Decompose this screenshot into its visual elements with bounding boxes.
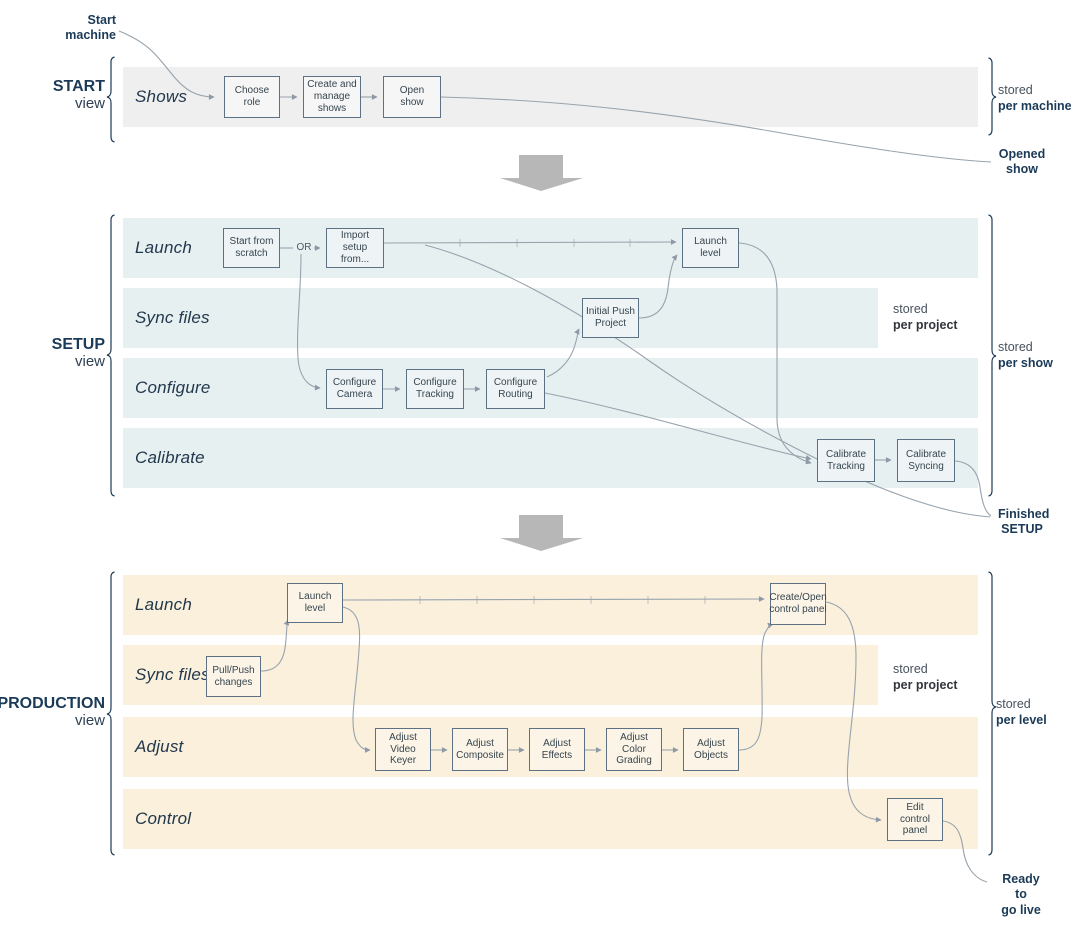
annotation-line: SETUP (1001, 522, 1043, 537)
annotation-ready-go-live: Ready to go live (995, 872, 1047, 918)
node-pull-push-changes: Pull/Push changes (206, 656, 261, 697)
row-label-setup-configure: Configure (135, 378, 211, 397)
node-start-from-scratch: Start from scratch (223, 228, 280, 268)
section-view-start: view (74, 94, 105, 112)
section-arrow-down-1 (500, 155, 583, 191)
stored-scope: per machine (998, 99, 1072, 114)
annotation-start-machine: Start machine (65, 13, 116, 44)
annotation-line: machine (65, 28, 116, 43)
node-adjust-video-keyer: Adjust Video Keyer (375, 728, 431, 771)
section-name-production: PRODUCTION (0, 695, 105, 712)
node-adjust-effects: Adjust Effects (529, 728, 585, 771)
bracket-right-start (988, 57, 997, 136)
section-view-production: view (74, 711, 105, 729)
node-edit-control-panel: Edit control panel (887, 798, 943, 841)
bracket-right-production (988, 571, 997, 856)
stored-prefix: stored (893, 302, 928, 316)
edge-create-open-to-edit-panel (825, 601, 882, 823)
node-create-manage-shows: Create and manage shows (303, 76, 361, 118)
row-label-setup-launch: Launch (135, 238, 192, 257)
annotation-line: Ready to (1002, 872, 1040, 902)
section-name-setup: SETUP (51, 336, 105, 353)
edge-initial-push-to-launch-level (638, 254, 678, 319)
edges (118, 30, 992, 883)
node-configure-camera: Configure Camera (326, 369, 383, 409)
node-configure-tracking: Configure Tracking (406, 369, 464, 409)
edge-launch-to-create-open (342, 596, 765, 602)
edge-routing-to-calibrate-tracking (544, 392, 812, 461)
node-setup-launch-level: Launch level (682, 228, 739, 268)
stored-per-project-setup: stored per project (893, 301, 958, 334)
bracket-left-setup (106, 214, 115, 497)
stored-prefix: stored (998, 340, 1033, 354)
bracket-left-production (106, 571, 115, 856)
stored-scope: per level (996, 713, 1047, 728)
stored-per-project-production: stored per project (893, 661, 958, 694)
annotation-line: Start (87, 13, 116, 27)
edge-or-to-configure-camera (296, 253, 321, 391)
section-name-start: START (52, 78, 105, 95)
edge-open-show-to-opened-show (440, 96, 992, 163)
node-calibrate-tracking: Calibrate Tracking (817, 439, 875, 482)
node-initial-push-project: Initial Push Project (582, 298, 639, 338)
stored-prefix: stored (998, 83, 1033, 97)
annotation-finished-setup: Finished SETUP (998, 507, 1050, 538)
section-arrow-down-2 (500, 515, 583, 551)
row-label-prod-syncfiles: Sync files (135, 665, 210, 684)
node-prod-launch-level: Launch level (287, 583, 343, 623)
edge-edit-panel-to-ready (942, 820, 988, 883)
edge-launch-level-to-calibrate-tracking (738, 242, 812, 465)
band-production-control (123, 789, 978, 849)
bracket-right-setup (988, 214, 997, 497)
node-adjust-composite: Adjust Composite (452, 728, 508, 771)
section-view-setup: view (74, 352, 105, 370)
or-label: OR (294, 242, 314, 253)
edge-launch-to-adjust-video (342, 606, 371, 753)
node-create-open-control-panel: Create/Open control panel (769, 583, 827, 625)
row-label-prod-launch: Launch (135, 595, 192, 614)
node-import-setup: Import setup from... (326, 228, 384, 268)
junction-ticks (419, 239, 706, 604)
annotation-line: show (1006, 162, 1038, 177)
stored-per-level: stored per level (996, 696, 1047, 729)
node-adjust-objects: Adjust Objects (683, 728, 739, 771)
node-adjust-color-grading: Adjust Color Grading (606, 728, 662, 771)
annotation-line: go live (1001, 902, 1041, 917)
stored-per-machine: stored per machine (998, 82, 1072, 115)
stored-scope: per show (998, 356, 1053, 371)
node-calibrate-syncing: Calibrate Syncing (897, 439, 955, 482)
edge-import-to-launch-level (383, 239, 677, 245)
section-label-production: PRODUCTION view (0, 695, 105, 730)
section-label-start: START view (53, 78, 105, 113)
edge-import-to-finished-setup (424, 244, 991, 518)
stored-scope: per project (893, 318, 958, 333)
bracket-left-start (106, 56, 115, 143)
row-label-prod-adjust: Adjust (135, 737, 184, 756)
band-setup-syncfiles (123, 288, 878, 348)
stored-prefix: stored (996, 697, 1031, 711)
brackets (106, 56, 997, 856)
node-open-show: Open show (383, 76, 441, 118)
row-label-shows: Shows (135, 87, 188, 106)
annotation-line: Finished (998, 507, 1050, 521)
node-configure-routing: Configure Routing (486, 369, 545, 409)
section-label-setup: SETUP view (52, 336, 105, 371)
stored-prefix: stored (893, 662, 928, 676)
edge-objects-to-create-open (738, 622, 774, 751)
row-label-setup-calibrate: Calibrate (135, 448, 205, 467)
annotation-opened-show: Opened show (998, 147, 1046, 178)
row-label-setup-syncfiles: Sync files (135, 308, 210, 327)
band-setup-configure (123, 358, 978, 418)
row-label-prod-control: Control (135, 809, 192, 828)
annotation-line: Opened (998, 147, 1046, 161)
node-choose-role: Choose role (224, 76, 280, 118)
stored-per-show: stored per show (998, 339, 1053, 372)
edge-pullpush-to-launch-level (260, 619, 290, 672)
stored-scope: per project (893, 678, 958, 693)
edge-start-machine-to-choose-role (118, 30, 215, 100)
edge-cal-syncing-to-finished (954, 460, 992, 517)
edge-routing-to-initial-push (546, 328, 580, 378)
